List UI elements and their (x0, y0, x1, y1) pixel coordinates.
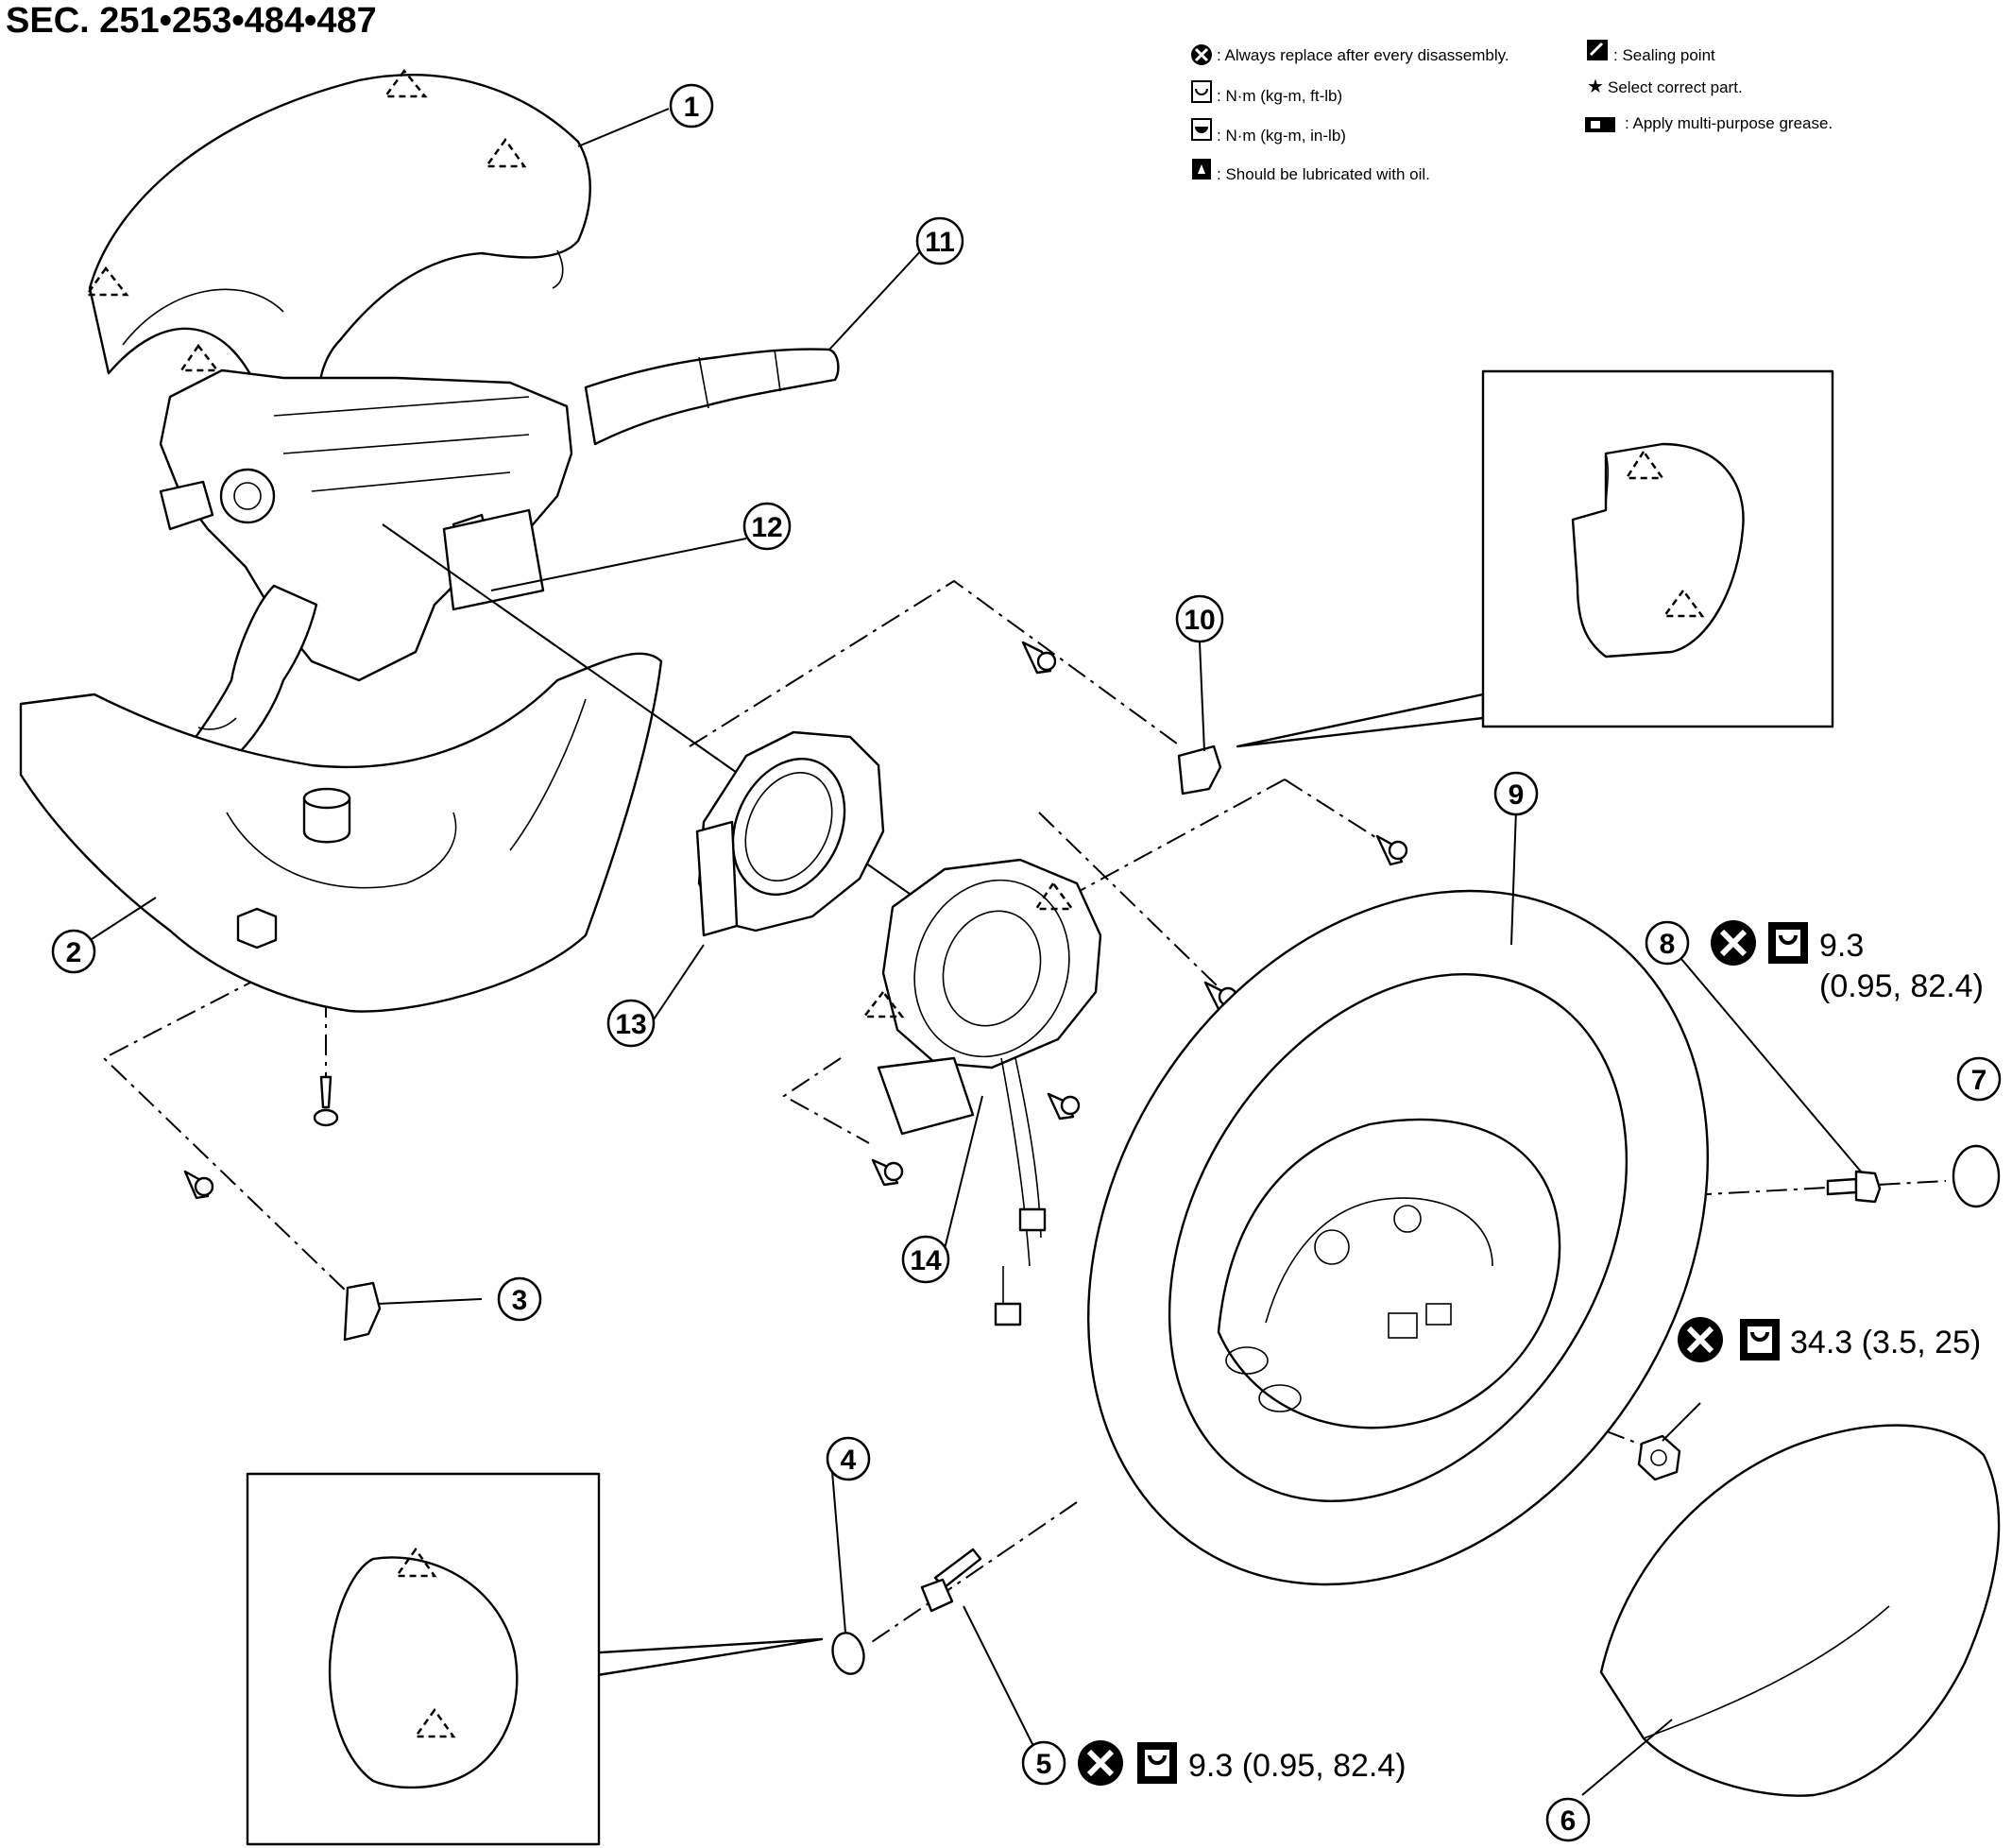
callout-label: 13 (615, 1009, 646, 1040)
legend-lubricate: : Should be lubricated with oil. (1217, 165, 1430, 183)
callout-label: 7 (1971, 1065, 1987, 1096)
screw-icon (871, 1158, 904, 1187)
detail-box-part-10 (1236, 369, 1834, 748)
sealing-icon (1587, 40, 1608, 60)
callout-label: 4 (841, 1445, 857, 1476)
callout-14: 14 (901, 1235, 950, 1284)
callout-label: 10 (1184, 605, 1215, 636)
callout-3: 3 (497, 1276, 542, 1322)
leader-lines (75, 108, 1862, 1796)
spec-steering-nut: 34.3 (3.5, 25) (1678, 1317, 1981, 1362)
circled-x-icon (1678, 1317, 1723, 1362)
callout-label: 12 (751, 512, 782, 543)
bolt-5 (920, 1548, 982, 1613)
screws (183, 641, 1408, 1200)
legend-grease: : Apply multi-purpose grease. (1625, 114, 1833, 132)
callout-13: 13 (606, 999, 656, 1048)
spiral-cable (861, 858, 1102, 1326)
callout-label: 9 (1509, 779, 1525, 811)
legend-torque-inlb: : N·m (kg-m, in-lb) (1217, 127, 1346, 145)
callout-label: 14 (910, 1245, 942, 1276)
cover-clip-3 (343, 1281, 382, 1342)
screw-icon (183, 1170, 214, 1200)
detail-box-part-4 (246, 1472, 824, 1846)
torque-wrench-icon (1740, 1319, 1780, 1360)
legend: : Always replace after every disassembly… (1191, 40, 1833, 183)
grease-icon (1585, 117, 1615, 132)
torque-wrench-icon (1137, 1742, 1177, 1784)
legend-select: Select correct part. (1608, 78, 1743, 96)
oil-can-icon (1192, 159, 1211, 180)
screw-icon (313, 1075, 339, 1127)
circled-x-icon (1711, 920, 1756, 966)
callout-4: 4 (826, 1436, 871, 1481)
callout-6: 6 (1545, 1797, 1591, 1842)
lower-column-cover (19, 652, 663, 1013)
screw-icon (1047, 1092, 1081, 1121)
section-title: SEC. 251•253•484•487 (6, 1, 377, 41)
callout-label: 5 (1036, 1749, 1052, 1780)
callout-10: 10 (1175, 594, 1224, 643)
spec-part-8-detail: (0.95, 82.4) (1819, 968, 1984, 1004)
callout-label: 8 (1660, 929, 1676, 960)
steering-wheel (1087, 889, 1709, 1586)
steering-shaft-axis (382, 523, 983, 946)
spec-nut-value: 34.3 (3.5, 25) (1790, 1325, 1981, 1360)
air-bag-module (1599, 1424, 2001, 1797)
callout-label: 11 (925, 227, 955, 258)
star-icon: ★ (1587, 77, 1604, 97)
bolt-8 (1826, 1170, 1882, 1204)
circled-x-icon (1078, 1740, 1123, 1786)
circled-x-icon (1191, 44, 1212, 65)
callout-label: 6 (1560, 1805, 1577, 1837)
callout-8: 8 (1645, 920, 1690, 966)
cover-clip-10 (1177, 744, 1222, 796)
combination-switch (584, 348, 840, 446)
callout-label: 2 (66, 937, 82, 968)
cap-7 (1952, 1144, 2001, 1208)
callout-1: 1 (669, 83, 714, 128)
steering-angle-sensor (695, 730, 885, 937)
screw-icon (1021, 641, 1057, 675)
callout-label: 1 (684, 92, 700, 123)
legend-replace: : Always replace after every disassembly… (1217, 46, 1509, 64)
legend-sealing: : Sealing point (1613, 46, 1715, 64)
spec-part-5: 9.3 (0.95, 82.4) (1078, 1740, 1407, 1786)
callout-11: 11 (915, 216, 964, 265)
cap-4 (831, 1632, 865, 1675)
spec-part-8-value: 9.3 (1819, 928, 1864, 964)
callout-label: 3 (512, 1285, 528, 1316)
callout-7: 7 (1956, 1056, 2002, 1102)
steering-column-switch-body (159, 368, 573, 765)
torque-wrench-icon (1191, 80, 1212, 103)
spec-part-5-value: 9.3 (0.95, 82.4) (1188, 1748, 1407, 1784)
callout-2: 2 (51, 929, 96, 974)
torque-wrench-icon (1768, 922, 1808, 964)
callout-9: 9 (1493, 771, 1539, 816)
callout-5: 5 (1021, 1740, 1066, 1786)
upper-column-cover (84, 68, 591, 422)
spec-part-8: 9.3 (0.95, 82.4) (1711, 920, 1984, 1004)
torque-wrench-small-icon (1191, 118, 1212, 141)
legend-torque-ftlb: : N·m (kg-m, ft-lb) (1217, 87, 1342, 105)
screw-icon (1375, 834, 1408, 866)
callout-12: 12 (742, 502, 792, 551)
